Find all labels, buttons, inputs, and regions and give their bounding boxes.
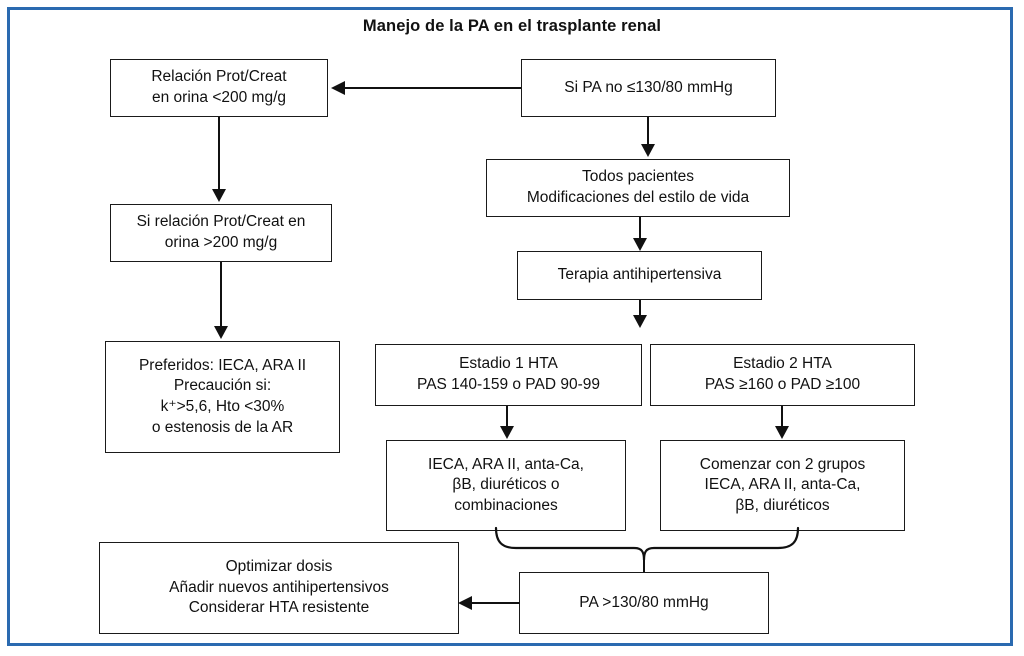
node-line: en orina <200 mg/g (152, 89, 286, 106)
connector-protcreat-high-to-preferidos (220, 262, 222, 326)
node-prot-creat-low: Relación Prot/Creat en orina <200 mg/g (110, 59, 328, 117)
node-line: PAS 140-159 o PAD 90-99 (417, 376, 600, 393)
node-line: Modificaciones del estilo de vida (526, 189, 750, 206)
node-line: Precaución si: (173, 377, 272, 395)
node-line: βB, diuréticos o (452, 476, 560, 494)
node-line: Optimizar dosis (225, 558, 333, 576)
connector-pa-alta-to-optimizar (472, 602, 520, 604)
node-line: o estenosis de la AR (151, 418, 294, 436)
node-line: PAS ≥160 o PAD ≥100 (704, 376, 861, 393)
node-estadio-2: Estadio 2 HTA PAS ≥160 o PAD ≥100 (650, 344, 915, 406)
arrowhead-left-protcreat (331, 81, 345, 95)
node-line: k⁺>5,6, Hto <30% (160, 398, 285, 415)
node-line: Todos pacientes (581, 168, 695, 186)
node-line: Comenzar con 2 grupos (699, 455, 866, 473)
node-tratamiento-estadio-1: IECA, ARA II, anta-Ca, βB, diuréticos o … (386, 440, 626, 531)
node-line: Añadir nuevos antihipertensivos (169, 578, 389, 596)
node-line: IECA, ARA II, anta-Ca, (704, 476, 861, 494)
node-line: Considerar HTA resistente (188, 599, 370, 617)
merge-brace (494, 526, 800, 561)
node-line: Preferidos: IECA, ARA II (138, 356, 307, 374)
node-prot-creat-high: Si relación Prot/Creat en orina >200 mg/… (110, 204, 332, 262)
node-line: Estadio 1 HTA (459, 355, 558, 373)
arrowhead-down-tto-estadio1 (500, 426, 514, 439)
node-line: IECA, ARA II, anta-Ca, (428, 455, 584, 473)
connector-terapia-stem (639, 300, 641, 315)
arrowhead-down-protcreat-high (212, 189, 226, 202)
connector-brace-to-pa-alta (643, 559, 645, 572)
node-pa-no-target: Si PA no ≤130/80 mmHg (521, 59, 776, 117)
arrowhead-down-tto-estadio2 (775, 426, 789, 439)
node-preferidos: Preferidos: IECA, ARA II Precaución si: … (105, 341, 340, 453)
arrowhead-down-estadios (633, 315, 647, 328)
node-estadio-1: Estadio 1 HTA PAS 140-159 o PAD 90-99 (375, 344, 642, 406)
connector-pa-to-protcreat (345, 87, 521, 89)
node-pa-alta: PA >130/80 mmHg (519, 572, 769, 634)
connector-protcreat-low-to-high (218, 117, 220, 189)
node-line: Terapia antihipertensiva (557, 266, 722, 284)
arrowhead-down-todos (641, 144, 655, 157)
node-tratamiento-estadio-2: Comenzar con 2 grupos IECA, ARA II, anta… (660, 440, 905, 531)
node-line: Relación Prot/Creat (151, 68, 287, 86)
node-line: Si relación Prot/Creat en (136, 213, 306, 231)
connector-estadio1-to-tto (506, 406, 508, 426)
arrowhead-down-terapia (633, 238, 647, 251)
node-optimizar-dosis: Optimizar dosis Añadir nuevos antihipert… (99, 542, 459, 634)
node-line: Estadio 2 HTA (733, 355, 832, 373)
node-line: orina >200 mg/g (164, 234, 278, 251)
connector-estadio2-to-tto (781, 406, 783, 426)
arrowhead-left-optimizar (458, 596, 472, 610)
node-todos-pacientes: Todos pacientes Modificaciones del estil… (486, 159, 790, 217)
page-title: Manejo de la PA en el trasplante renal (362, 17, 662, 35)
node-line: PA >130/80 mmHg (579, 593, 709, 611)
node-terapia-antihipertensiva: Terapia antihipertensiva (517, 251, 762, 300)
node-line: Si PA no ≤130/80 mmHg (564, 78, 733, 96)
node-line: combinaciones (454, 496, 558, 514)
connector-pa-to-todos (647, 117, 649, 144)
node-line: βB, diuréticos (735, 496, 830, 514)
connector-todos-to-terapia (639, 217, 641, 238)
arrowhead-down-preferidos (214, 326, 228, 339)
